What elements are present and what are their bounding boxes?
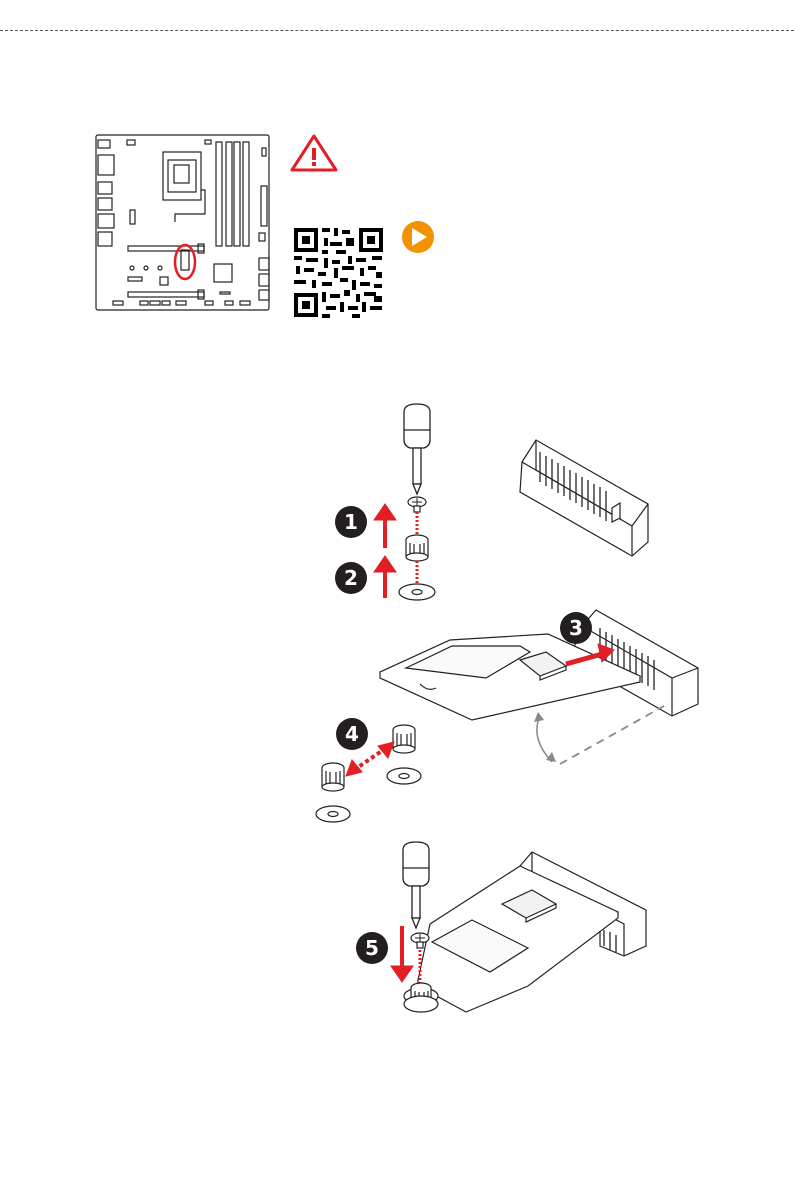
screwdriver-top <box>404 404 430 494</box>
arrow-up-icon <box>374 504 396 598</box>
arrow-down-icon <box>391 926 413 982</box>
standoff-icon <box>406 535 428 561</box>
standoff-icon-old <box>316 763 350 822</box>
svg-text:1: 1 <box>344 510 358 534</box>
screwdriver-bottom <box>403 842 429 928</box>
svg-text:4: 4 <box>345 722 359 746</box>
angle-indicator <box>534 706 664 764</box>
svg-text:3: 3 <box>569 616 583 640</box>
svg-text:5: 5 <box>365 936 379 960</box>
warning-triangle-icon <box>292 136 336 170</box>
step-badge-2: 2 <box>335 562 367 594</box>
washer-icon <box>399 584 435 600</box>
qr-code-icon <box>293 227 384 318</box>
step-badge-3: 3 <box>560 612 592 644</box>
standoff-icon-new <box>387 725 421 784</box>
screw-icon <box>408 497 426 512</box>
m2-connector-icon <box>520 440 648 556</box>
svg-text:2: 2 <box>344 566 358 590</box>
step-badge-1: 1 <box>335 506 367 538</box>
motherboard-layout-diagram <box>96 135 269 310</box>
play-video-icon <box>402 221 434 253</box>
step-badge-4: 4 <box>336 718 368 750</box>
step-badge-5: 5 <box>356 932 388 964</box>
